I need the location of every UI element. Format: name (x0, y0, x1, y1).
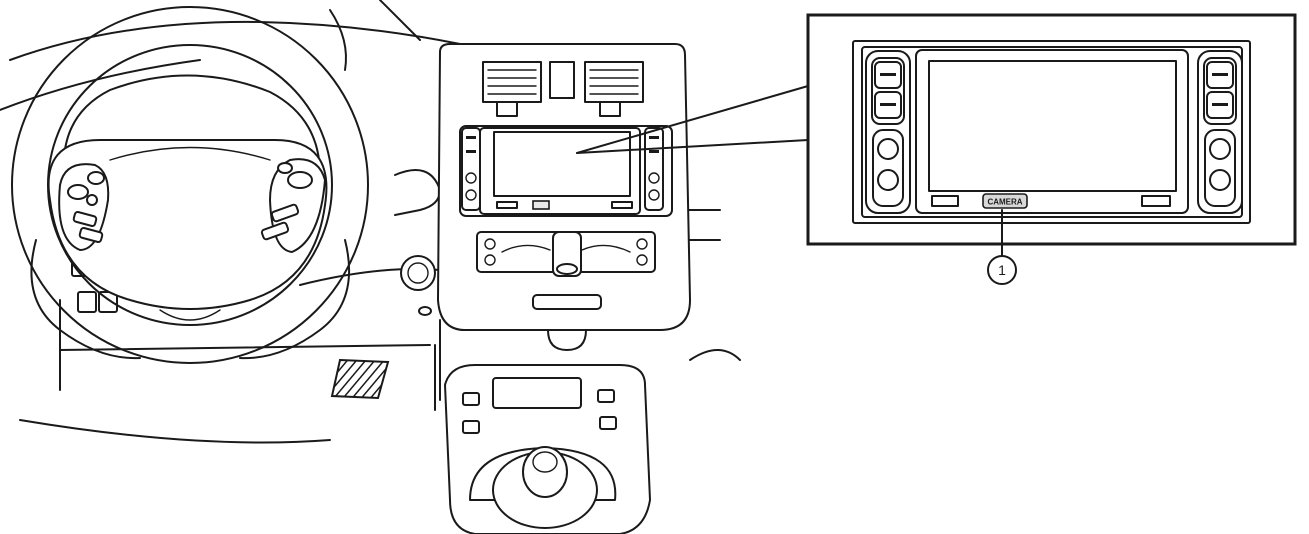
callout-number: 1 (998, 262, 1006, 278)
callout-1: 1 (987, 209, 1017, 285)
camera-button-label: CAMERA (987, 198, 1022, 207)
center-stack (437, 43, 691, 351)
steering-wheel (11, 6, 369, 364)
navigation-unit-detail (806, 13, 1297, 246)
camera-button: CAMERA (982, 193, 1028, 209)
power-switch (400, 255, 436, 316)
accelerator-pedal (330, 358, 390, 400)
center-console (434, 319, 651, 534)
callout-leader (576, 85, 809, 154)
